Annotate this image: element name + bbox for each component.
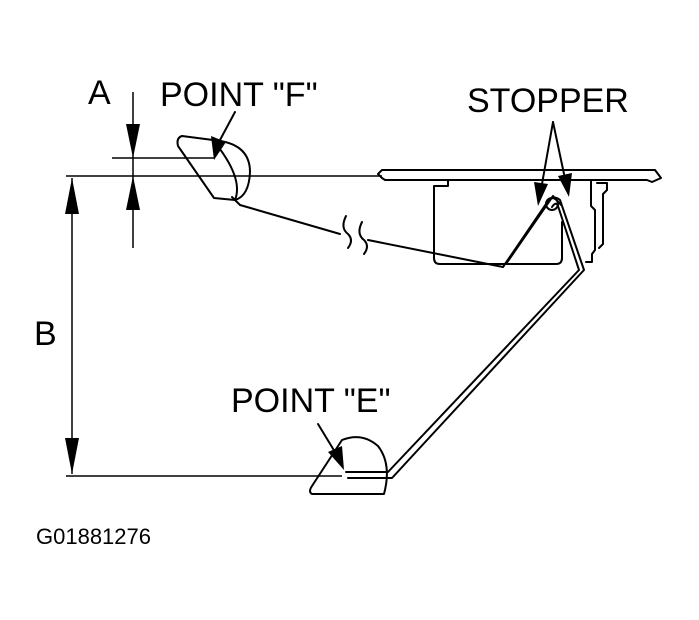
point-f-leader	[219, 111, 236, 141]
dimension-b-arrow-down	[65, 438, 79, 474]
break-mark-left	[342, 215, 352, 249]
upper-pedal	[176, 135, 562, 268]
pedal-pivot-circle	[545, 197, 559, 211]
lower-pedal-pad	[309, 436, 388, 495]
dimension-b-arrow-up	[65, 178, 79, 214]
lower-pedal-rod-outer	[347, 196, 585, 479]
dimension-a-label: A	[88, 74, 111, 112]
upper-pedal-arm-segment-1	[231, 196, 341, 235]
upper-pedal-pad	[176, 135, 251, 201]
stopper-label: STOPPER	[467, 82, 629, 120]
dimension-b-label: B	[34, 315, 57, 353]
stopper-arrowhead-right	[558, 173, 572, 197]
reference-lines	[66, 157, 382, 477]
leader-arrows	[211, 111, 572, 470]
upper-pedal-arm-segment-2	[367, 203, 547, 268]
labels: A POINT "F" STOPPER B POINT "E" G0188127…	[34, 74, 629, 549]
left-bracket-outline	[433, 179, 563, 265]
right-channel-inner	[596, 182, 608, 249]
figure-id-label: G01881276	[36, 524, 151, 549]
point-e-arrowhead	[328, 446, 344, 470]
point-e-leader	[317, 423, 336, 453]
dimension-a	[126, 92, 140, 248]
stopper-arrowhead-left	[534, 182, 548, 206]
lower-pedal	[309, 196, 585, 495]
dimension-b	[65, 178, 79, 474]
stopper-leader-left	[541, 121, 554, 185]
dimension-a-arrow-down	[126, 124, 140, 158]
point-f-arrowhead	[211, 136, 226, 160]
floor-panel	[377, 169, 662, 265]
lower-pedal-rod-inner	[345, 202, 580, 473]
dimension-a-arrow-up	[126, 176, 140, 210]
stopper-leader-right	[552, 121, 565, 175]
right-channel-outline	[585, 179, 596, 263]
point-e-label: POINT "E"	[231, 382, 391, 420]
point-f-label: POINT "F"	[160, 76, 318, 114]
break-mark-right	[358, 221, 368, 255]
floor-panel-edge	[377, 169, 662, 183]
